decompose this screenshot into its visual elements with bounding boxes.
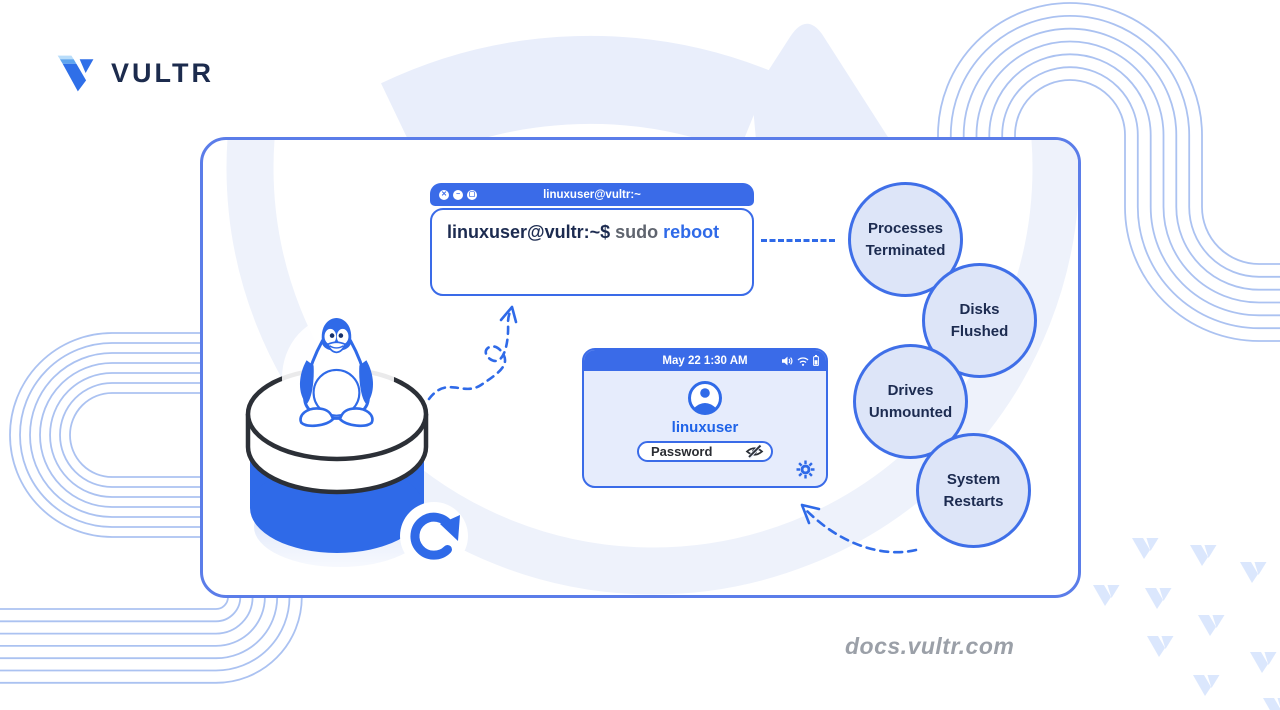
login-status-icons: [782, 350, 819, 371]
terminal-body[interactable]: linuxuser@vultr:~$ sudo reboot: [430, 208, 754, 296]
step-label-line1: System: [946, 470, 1001, 488]
close-button[interactable]: ✕: [439, 189, 449, 200]
vultr-logo-icon: [57, 55, 94, 92]
minimize-button[interactable]: −: [453, 189, 463, 200]
terminal-window-controls: ✕ − ▢: [439, 189, 477, 200]
step-label-line1: Drives: [887, 381, 934, 399]
squiggle-arrow: [427, 305, 518, 401]
login-datetime: May 22 1:30 AM: [662, 354, 748, 367]
step-label-line2: Unmounted: [868, 403, 953, 421]
decor-v-scatter: [1093, 538, 1280, 710]
login-body: linuxuser Password: [584, 371, 826, 486]
decor-lines-bottom-fan: [0, 596, 303, 684]
watermark-refresh-arrow: [381, 23, 890, 163]
terminal-cmd-reboot: reboot: [663, 222, 720, 242]
tux-server-scene: [245, 316, 468, 570]
terminal-cmd-sudo: sudo: [615, 222, 659, 242]
docs-url: docs.vultr.com: [845, 633, 1015, 659]
terminal-titlebar: ✕ − ▢ linuxuser@vultr:~: [430, 183, 754, 206]
login-username: linuxuser: [671, 419, 739, 436]
decor-lines-top-right: [937, 2, 1280, 342]
battery-icon: [813, 355, 819, 366]
login-screen: May 22 1:30 AM: [582, 348, 828, 488]
curved-arrow: [800, 503, 918, 554]
settings-gear-icon[interactable]: [796, 460, 815, 479]
card-watermark-clip: [203, 140, 1078, 595]
step-label-line2: Restarts: [943, 492, 1004, 510]
decor-lines-left-c: [9, 332, 206, 538]
login-titlebar: May 22 1:30 AM: [584, 350, 826, 371]
user-avatar-icon: [688, 381, 722, 415]
volume-icon: [782, 356, 793, 365]
card-watermark-ring: [226, 140, 1078, 595]
step-label-line2: Flushed: [950, 322, 1009, 340]
terminal-window: ✕ − ▢ linuxuser@vultr:~ linuxuser@vultr:…: [430, 183, 754, 296]
terminal-command-line: linuxuser@vultr:~$ sudo reboot: [447, 222, 752, 243]
step-circle-drives-unmounted: Drives Unmounted: [853, 344, 968, 459]
maximize-button[interactable]: ▢: [467, 189, 477, 200]
eye-off-icon[interactable]: [745, 444, 764, 459]
password-input[interactable]: Password: [637, 441, 773, 462]
terminal-prompt: linuxuser@vultr:~$: [447, 222, 611, 242]
wifi-icon: [797, 356, 809, 366]
tux-penguin-icon: [299, 318, 374, 428]
terminal-title: linuxuser@vultr:~: [543, 188, 641, 201]
reboot-arrow-icon: [400, 502, 468, 570]
step-label-line2: Terminated: [865, 241, 946, 259]
step-circle-system-restarts: System Restarts: [916, 433, 1031, 548]
step-label-line1: Processes: [867, 219, 944, 237]
step-label-line1: Disks: [959, 300, 1000, 318]
vultr-logo-text: VULTR: [111, 57, 214, 88]
dashed-connector-line: [761, 239, 835, 242]
password-placeholder: Password: [651, 444, 713, 459]
vultr-logo: VULTR: [54, 50, 214, 96]
